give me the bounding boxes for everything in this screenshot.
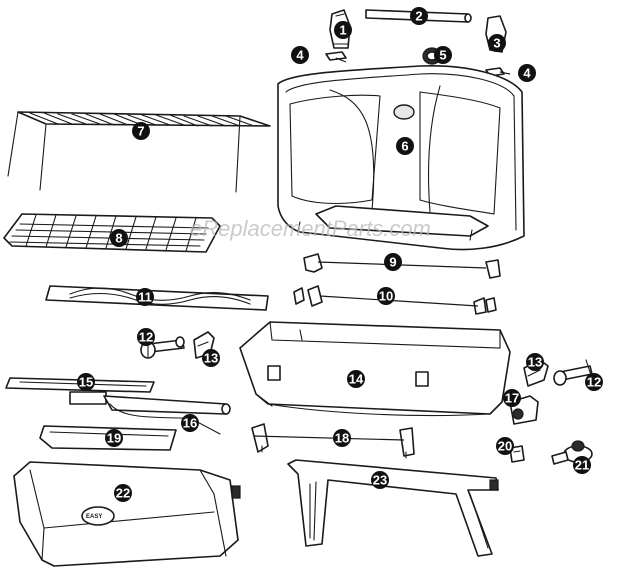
part-badge-10: 10 [377,287,395,305]
badge-circle [333,429,351,447]
part-badge-23: 23 [371,471,389,489]
badge-label: 13 [528,355,542,370]
badge-circle [377,287,395,305]
part-badge-9: 9 [384,253,402,271]
part-18-legs [251,423,415,459]
badge-circle [573,456,591,474]
part-badge-16: 16 [181,414,199,432]
part-badge-2: 2 [410,7,428,25]
part-badge-3: 3 [488,34,506,52]
badge-circle [410,7,428,25]
badge-label: 7 [137,124,144,139]
badge-label: 6 [401,139,408,154]
part-badge-6: 6 [396,137,414,155]
part-badge-22: 22 [114,484,132,502]
part-badge-4: 4 [518,64,536,82]
part-23-stand [287,459,499,557]
badge-label: 10 [379,289,393,304]
part-badge-4: 4 [291,46,309,64]
part-badge-8: 8 [110,229,128,247]
badge-circle [347,370,365,388]
part-22-base: EASY [13,461,241,567]
badge-label: 4 [296,48,304,63]
badge-circle [136,288,154,306]
part-10-hinge-clips [293,285,497,315]
badge-circle [503,389,521,407]
badge-label: 8 [115,231,122,246]
part-badge-20: 20 [496,437,514,455]
part-badge-12: 12 [585,373,603,391]
part-9-brackets [303,253,501,279]
badge-circle [110,229,128,247]
part-badge-12: 12 [137,328,155,346]
part-badge-15: 15 [77,373,95,391]
badge-label: 13 [204,351,218,366]
badge-label: 19 [107,431,121,446]
badge-circle [518,64,536,82]
badge-label: 12 [139,330,153,345]
badge-circle [384,253,402,271]
badge-circle [132,122,150,140]
part-7-warming-rack [7,111,271,193]
badge-circle [105,429,123,447]
badge-label: 16 [183,416,197,431]
leader-lines [253,57,511,441]
part-badge-7: 7 [132,122,150,140]
badge-label: 5 [439,48,446,63]
badge-circle [396,137,414,155]
badge-label: 14 [349,372,364,387]
part-badge-19: 19 [105,429,123,447]
part-badge-5: 5 [434,46,452,64]
badge-label: 12 [587,375,601,390]
badge-label: 17 [505,391,519,406]
badge-label: 9 [389,255,396,270]
part-20-fitting [509,445,525,463]
badge-circle [585,373,603,391]
badge-label: 2 [415,9,422,24]
badge-circle [496,437,514,455]
part-badge-13: 13 [526,353,544,371]
svg-text:EASY: EASY [86,514,102,520]
badge-label: 15 [79,375,93,390]
badge-label: 22 [116,486,130,501]
part-badge-18: 18 [333,429,351,447]
part-4-left-clip [325,51,347,61]
badge-label: 23 [373,473,387,488]
part-8-cooking-grate [3,213,221,253]
part-badge-21: 21 [573,456,591,474]
badge-label: 1 [339,23,346,38]
watermark: eReplacementParts.com [190,216,431,241]
part-badge-1: 1 [334,21,352,39]
badge-circle [181,414,199,432]
badge-circle [371,471,389,489]
badge-label: 21 [575,458,589,473]
badge-label: 3 [493,36,500,51]
badge-circle [77,373,95,391]
part-14-firebox [239,321,511,417]
badge-label: 11 [138,290,152,305]
badge-circle [488,34,506,52]
badge-label: 18 [335,431,349,446]
badge-circle [202,349,220,367]
part-11-heat-deflector [45,285,269,311]
badge-circle [434,46,452,64]
badge-circle [291,46,309,64]
badge-label: 20 [498,439,512,454]
part-badge-14: 14 [347,370,365,388]
part-badge-17: 17 [503,389,521,407]
badge-circle [334,21,352,39]
part-6-lid [277,64,525,251]
part-badge-11: 11 [136,288,154,306]
part-12-left-valve [140,333,185,359]
badge-label: 4 [523,66,531,81]
badge-circle [137,328,155,346]
badge-circle [526,353,544,371]
badge-circle [114,484,132,502]
part-badge-13: 13 [202,349,220,367]
